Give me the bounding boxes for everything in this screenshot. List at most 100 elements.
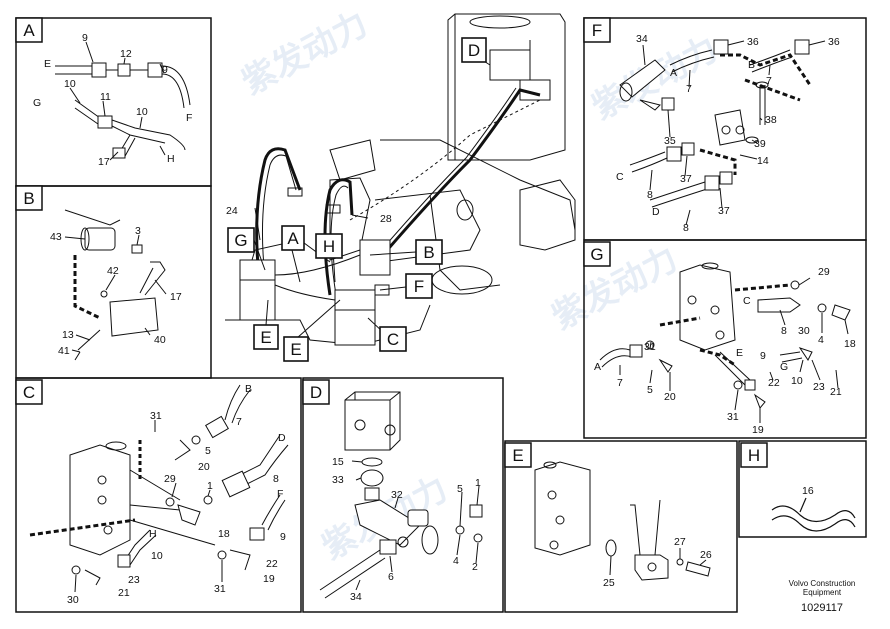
- svg-text:14: 14: [757, 155, 769, 167]
- svg-text:9: 9: [760, 350, 766, 362]
- footer-company-line1: Volvo Construction: [789, 579, 856, 588]
- svg-text:D: D: [468, 41, 480, 60]
- svg-text:13: 13: [62, 329, 74, 341]
- svg-text:E: E: [736, 347, 743, 359]
- svg-text:D: D: [652, 206, 660, 218]
- svg-text:2: 2: [472, 561, 478, 573]
- callout-G[interactable]: G: [227, 227, 255, 253]
- svg-text:B: B: [748, 59, 755, 71]
- svg-text:31: 31: [727, 411, 739, 423]
- callout-E[interactable]: E: [283, 336, 309, 362]
- svg-text:8: 8: [781, 325, 787, 337]
- callout-B[interactable]: B: [415, 239, 443, 265]
- svg-text:1: 1: [207, 480, 213, 492]
- svg-text:8: 8: [273, 473, 279, 485]
- svg-text:15: 15: [332, 456, 344, 468]
- svg-text:1: 1: [475, 477, 481, 489]
- callout-E[interactable]: E: [253, 324, 279, 350]
- svg-text:6: 6: [388, 571, 394, 583]
- svg-text:3: 3: [135, 225, 141, 237]
- svg-text:30: 30: [798, 325, 810, 337]
- svg-text:A: A: [670, 67, 677, 79]
- svg-text:31: 31: [214, 583, 226, 595]
- svg-text:34: 34: [350, 591, 362, 603]
- svg-text:34: 34: [636, 33, 648, 45]
- svg-text:H: H: [167, 153, 175, 165]
- svg-text:20: 20: [198, 461, 210, 473]
- svg-text:18: 18: [218, 528, 230, 540]
- svg-text:16: 16: [802, 485, 814, 497]
- svg-text:40: 40: [154, 334, 166, 346]
- svg-text:A: A: [594, 361, 601, 373]
- svg-text:10: 10: [791, 375, 803, 387]
- svg-text:G: G: [780, 361, 788, 373]
- svg-text:E: E: [44, 58, 51, 70]
- svg-text:9: 9: [162, 64, 168, 76]
- panel-H-title: H: [748, 446, 760, 465]
- svg-text:G: G: [33, 97, 41, 109]
- svg-text:7: 7: [686, 83, 692, 95]
- panel-D-title: D: [310, 383, 322, 402]
- svg-text:21: 21: [118, 587, 130, 599]
- svg-text:11: 11: [100, 91, 111, 103]
- panel-E: E 25 27 26: [504, 440, 738, 613]
- svg-text:E: E: [260, 328, 271, 347]
- svg-text:8: 8: [647, 189, 653, 201]
- svg-text:F: F: [277, 488, 283, 500]
- callout-C[interactable]: C: [379, 326, 407, 352]
- callout-A[interactable]: A: [281, 225, 305, 251]
- svg-text:41: 41: [58, 345, 70, 357]
- svg-text:C: C: [616, 171, 624, 183]
- svg-text:19: 19: [752, 424, 764, 436]
- svg-text:20: 20: [664, 391, 676, 403]
- svg-text:31: 31: [150, 410, 162, 422]
- svg-text:C: C: [743, 295, 751, 307]
- svg-text:12: 12: [120, 48, 132, 60]
- svg-text:4: 4: [453, 555, 459, 567]
- svg-text:A: A: [287, 229, 299, 248]
- svg-text:38: 38: [765, 114, 777, 126]
- callout-F[interactable]: F: [405, 273, 433, 299]
- svg-text:25: 25: [603, 577, 615, 589]
- svg-text:H: H: [323, 237, 335, 256]
- svg-text:30: 30: [67, 594, 79, 606]
- svg-text:5: 5: [457, 483, 463, 495]
- svg-text:18: 18: [844, 338, 856, 350]
- svg-text:F: F: [414, 277, 424, 296]
- svg-text:8: 8: [683, 222, 689, 234]
- svg-text:35: 35: [664, 135, 676, 147]
- svg-text:C: C: [387, 330, 399, 349]
- panel-A-title: A: [23, 21, 35, 40]
- panel-G: G: [583, 239, 867, 439]
- svg-text:37: 37: [718, 205, 730, 217]
- svg-text:23: 23: [813, 381, 825, 393]
- svg-text:33: 33: [332, 474, 344, 486]
- svg-text:F: F: [186, 112, 192, 124]
- panel-F-title: F: [592, 21, 602, 40]
- svg-text:23: 23: [128, 574, 140, 586]
- panel-D: D 15 33 32: [302, 377, 504, 613]
- svg-text:43: 43: [50, 231, 62, 243]
- svg-text:10: 10: [64, 78, 76, 90]
- panel-C: C: [15, 377, 302, 613]
- callout-D[interactable]: D: [461, 37, 487, 63]
- svg-text:D: D: [278, 432, 286, 444]
- callout-H[interactable]: H: [315, 233, 343, 259]
- panel-B: B 43 3 42 17 40 13 41: [15, 185, 212, 379]
- svg-text:22: 22: [768, 377, 780, 389]
- svg-text:H: H: [149, 528, 157, 540]
- svg-text:36: 36: [828, 36, 840, 48]
- main-callouts: D A H B G F E E: [227, 37, 487, 362]
- svg-text:27: 27: [674, 536, 686, 548]
- label-28: 28: [380, 213, 392, 225]
- panel-E-title: E: [512, 446, 523, 465]
- svg-text:9: 9: [82, 32, 88, 44]
- footer-company-line2: Equipment: [803, 588, 842, 597]
- drawing-number: 1029117: [801, 602, 843, 614]
- svg-text:26: 26: [700, 549, 712, 561]
- label-24: 24: [226, 205, 238, 217]
- svg-text:31: 31: [644, 341, 656, 353]
- watermark-cn: 紫发动力: [546, 240, 684, 337]
- svg-text:37: 37: [680, 173, 692, 185]
